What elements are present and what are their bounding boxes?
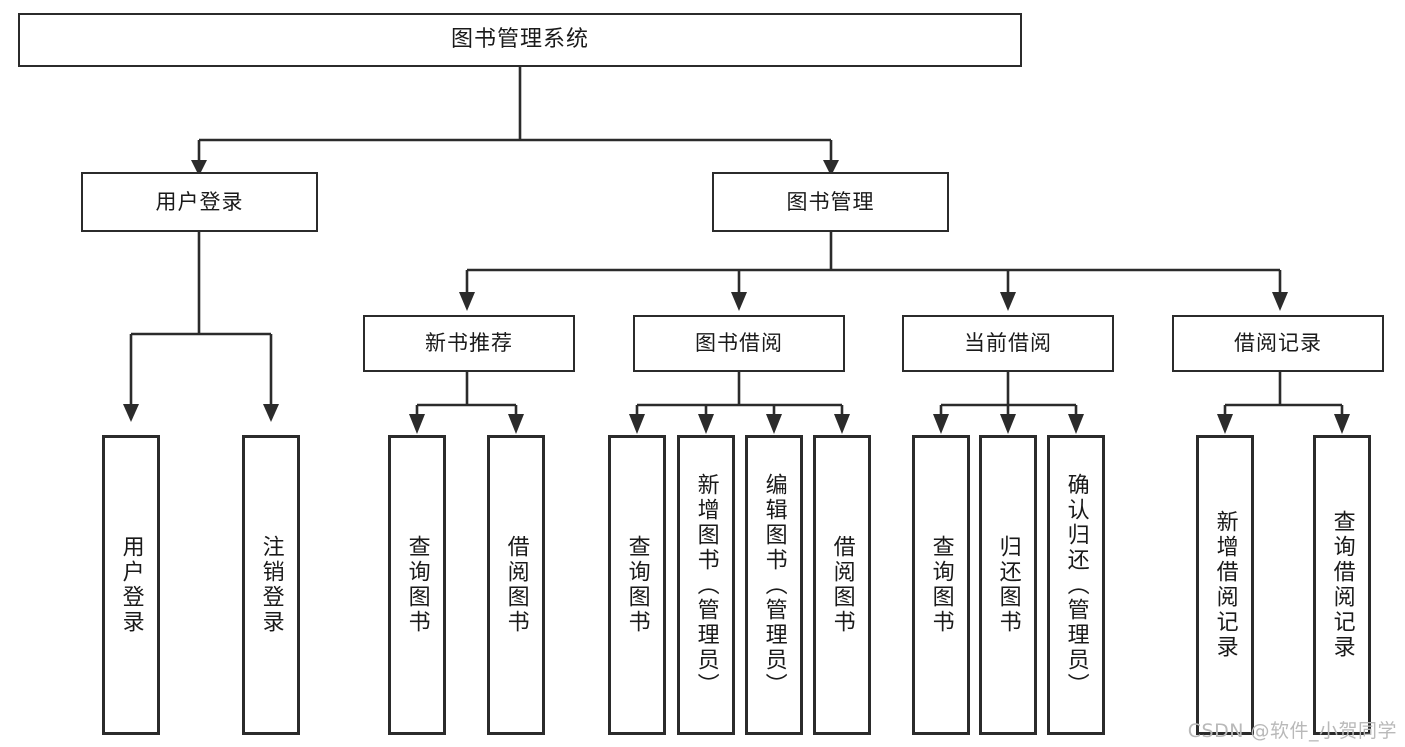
node-root-label: 图书管理系统 [450,27,589,53]
node-leaf-query-book-3[interactable]: 查询图书 [912,435,970,735]
node-leaf-borrow-book-2[interactable]: 借阅图书 [813,435,871,735]
node-leaf-add-record[interactable]: 新增借阅记录 [1196,435,1254,735]
node-current-borrow[interactable]: 当前借阅 [902,315,1114,372]
node-leaf-return-book[interactable]: 归还图书 [979,435,1037,735]
arrow-br-c1 [1217,414,1233,434]
node-book-borrow[interactable]: 图书借阅 [633,315,845,372]
node-leaf-query-book-2-label: 查询图书 [624,535,650,635]
arrow-user-login-c1 [123,404,139,422]
node-borrow-record[interactable]: 借阅记录 [1172,315,1384,372]
node-leaf-borrow-book-2-label: 借阅图书 [829,535,855,635]
node-user-login[interactable]: 用户登录 [81,172,318,232]
arrow-bm-c2 [731,292,747,311]
node-leaf-add-book[interactable]: 新增图书（管理员） [677,435,735,735]
node-leaf-confirm-return[interactable]: 确认归还（管理员） [1047,435,1105,735]
arrow-nbr-c1 [409,414,425,434]
node-book-borrow-label: 图书借阅 [695,331,783,356]
node-book-manage[interactable]: 图书管理 [712,172,949,232]
arrow-cb-c3 [1068,414,1084,434]
arrow-cb-c1 [933,414,949,434]
node-leaf-user-logout-label: 注销登录 [258,535,284,635]
node-leaf-add-record-label: 新增借阅记录 [1212,510,1238,660]
node-leaf-user-logout[interactable]: 注销登录 [242,435,300,735]
arrow-br-c2 [1334,414,1350,434]
node-leaf-query-book-1-label: 查询图书 [404,535,430,635]
node-new-book-recommend[interactable]: 新书推荐 [363,315,575,372]
node-leaf-borrow-book-1-label: 借阅图书 [503,535,529,635]
node-leaf-edit-book-label: 编辑图书（管理员） [761,472,787,698]
node-leaf-user-login-label: 用户登录 [118,535,144,635]
node-leaf-edit-book[interactable]: 编辑图书（管理员） [745,435,803,735]
arrow-bm-c1 [459,292,475,311]
node-leaf-query-record[interactable]: 查询借阅记录 [1313,435,1371,735]
node-leaf-query-book-2[interactable]: 查询图书 [608,435,666,735]
node-book-manage-label: 图书管理 [786,189,875,214]
arrow-bb-c2 [698,414,714,434]
arrow-bm-c3 [1000,292,1016,311]
node-borrow-record-label: 借阅记录 [1234,331,1322,356]
node-current-borrow-label: 当前借阅 [964,331,1052,356]
arrow-bb-c3 [766,414,782,434]
node-new-book-recommend-label: 新书推荐 [425,331,513,356]
node-user-login-label: 用户登录 [155,189,244,214]
node-leaf-query-book-1[interactable]: 查询图书 [388,435,446,735]
node-leaf-query-record-label: 查询借阅记录 [1329,510,1355,660]
arrow-bb-c1 [629,414,645,434]
node-leaf-confirm-return-label: 确认归还（管理员） [1063,472,1089,698]
arrow-user-login-c2 [263,404,279,422]
node-leaf-return-book-label: 归还图书 [995,535,1021,635]
arrow-cb-c2 [1000,414,1016,434]
node-root[interactable]: 图书管理系统 [18,13,1022,67]
arrow-bm-c4 [1272,292,1288,311]
node-leaf-borrow-book-1[interactable]: 借阅图书 [487,435,545,735]
node-leaf-query-book-3-label: 查询图书 [928,535,954,635]
arrow-nbr-c2 [508,414,524,434]
arrow-bb-c4 [834,414,850,434]
node-leaf-add-book-label: 新增图书（管理员） [693,472,719,698]
node-leaf-user-login[interactable]: 用户登录 [102,435,160,735]
